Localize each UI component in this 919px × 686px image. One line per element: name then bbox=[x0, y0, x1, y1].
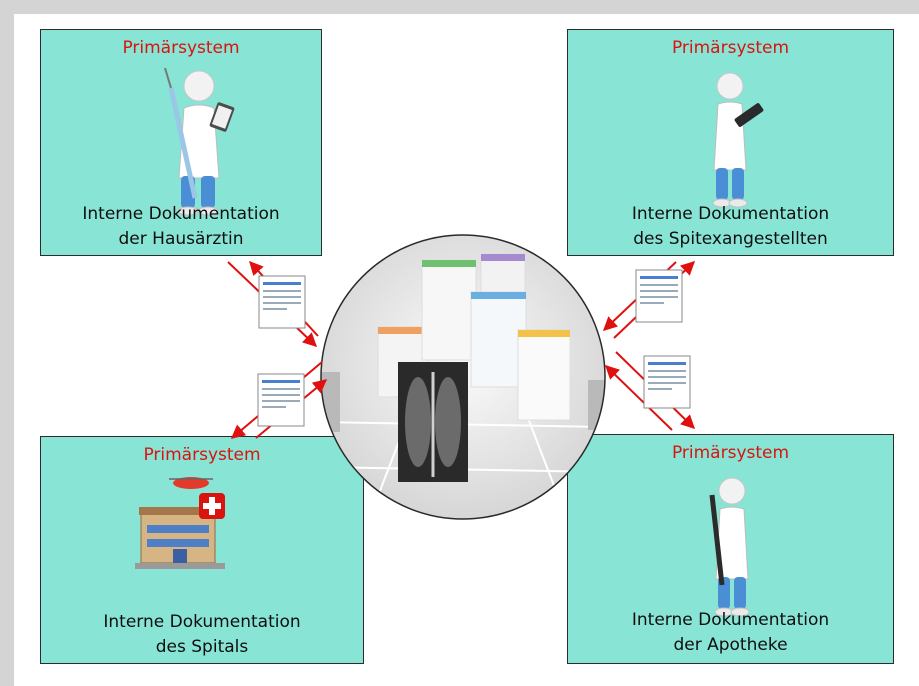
pharmacist-with-pen-icon bbox=[709, 477, 750, 617]
hospital-building-icon bbox=[135, 477, 225, 569]
nurse-with-tablet-icon bbox=[712, 72, 764, 208]
box-spitexangestellter: Primärsystem Interne Dokumentation des S… bbox=[567, 29, 894, 256]
box-title: Primärsystem bbox=[671, 38, 790, 58]
shared-documents-and-xray-globe-icon bbox=[318, 232, 608, 522]
box-spital: Primärsystem Interne Dokumentation des S… bbox=[40, 436, 364, 664]
box-title: Primärsystem bbox=[143, 445, 261, 465]
doc-line-2: der Apotheke bbox=[673, 635, 788, 655]
box-hausaerztin: Primärsystem Interne Dokumentation der H… bbox=[40, 29, 322, 256]
doc-line-2: des Spitexangestellten bbox=[633, 229, 828, 249]
doc-line-2: der Hausärztin bbox=[118, 229, 244, 249]
doc-line-1: Interne Dokumentation bbox=[82, 204, 280, 224]
box-description: Interne Dokumentation der Hausärztin bbox=[41, 202, 321, 252]
box-apotheke: Primärsystem Interne Dokumentation der A… bbox=[567, 434, 894, 664]
doctor-with-syringe-and-clipboard-icon bbox=[164, 68, 235, 216]
doc-line-1: Interne Dokumentation bbox=[103, 612, 301, 632]
box-description: Interne Dokumentation des Spitals bbox=[41, 610, 363, 660]
box-description: Interne Dokumentation der Apotheke bbox=[568, 608, 893, 658]
doc-line-2: des Spitals bbox=[155, 637, 249, 657]
box-title: Primärsystem bbox=[122, 38, 240, 58]
box-description: Interne Dokumentation des Spitexangestel… bbox=[568, 202, 893, 252]
box-title: Primärsystem bbox=[671, 443, 790, 463]
doc-line-1: Interne Dokumentation bbox=[631, 204, 830, 224]
doc-line-1: Interne Dokumentation bbox=[631, 610, 830, 630]
